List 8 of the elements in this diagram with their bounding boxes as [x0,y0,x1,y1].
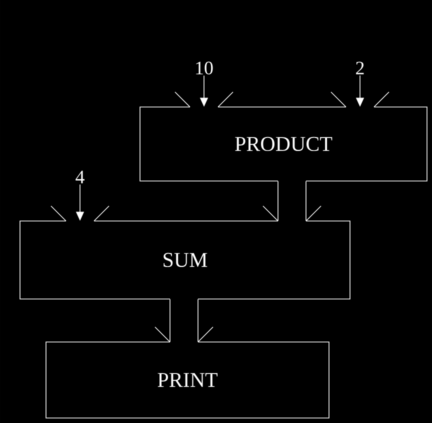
input-value: 10 [196,62,213,74]
channel-connector [278,180,306,222]
input-value: 4 [76,170,84,184]
process-box: PRODUCT [140,92,428,182]
process-box: SUM [20,206,350,300]
process-box: PRINT [46,326,330,418]
input-value: 2 [356,62,364,74]
channel-connector [170,298,198,342]
